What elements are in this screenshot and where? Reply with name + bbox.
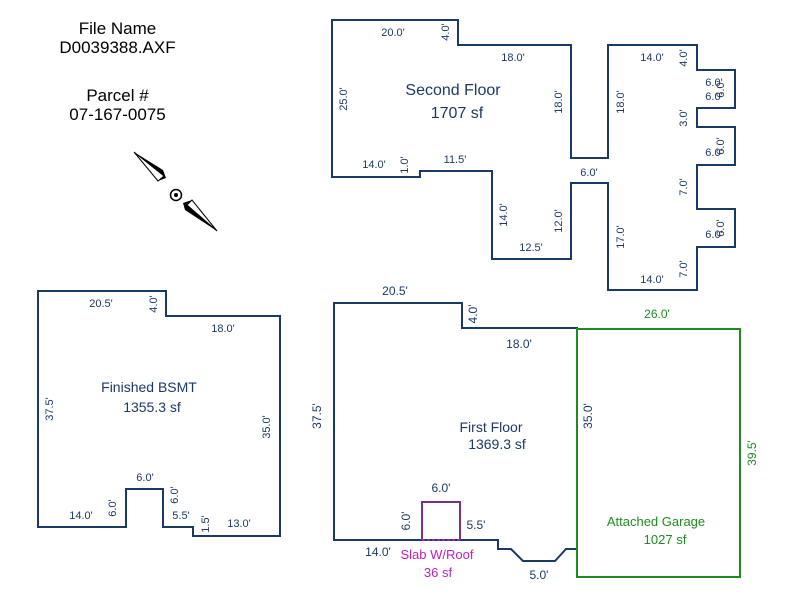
garage-outline [576,328,741,578]
bsmt-dim: 1.5' [200,515,212,532]
file-name-value: D0039388.AXF [59,38,176,57]
bsmt-dim: 4.0' [148,295,160,312]
bsmt-dim: 18.0' [211,323,235,335]
first-floor-area: 1369.3 sf [468,436,526,452]
second-floor-dim: 11.5' [444,154,467,166]
second-floor-outline [331,19,736,291]
bsmt-dim: 37.5' [44,397,56,421]
bsmt-dim: 6.0' [107,499,119,516]
second-floor-dim: 7.0' [678,260,690,277]
parcel-value: 07-167-0075 [69,105,166,124]
second-floor-dim: 1.0' [399,156,411,173]
second-floor-dim: 14.0' [640,52,664,64]
first-floor-dim: 35.0' [581,403,595,429]
first-floor-dim: 14.0' [365,545,391,559]
first-floor-dim: 4.0' [466,305,480,324]
second-floor-dim: 6.0' [705,147,722,159]
first-floor-dim: 18.0' [506,337,532,351]
first-floor-dim: 5.5' [467,518,486,532]
second-floor-dim: 6.0' [705,91,722,103]
garage-dim: 39.5' [745,440,759,466]
second-floor-area: 1707 sf [431,105,484,122]
garage-dim: 26.0' [644,307,670,321]
bsmt-dim: 13.0' [227,518,251,530]
finished-bsmt-name: Finished BSMT [101,379,197,395]
second-floor-dim: 14.0' [362,159,386,171]
second-floor-dim: 12.0' [553,209,565,233]
second-floor-dim: 14.0' [498,203,510,227]
second-floor-dim: 4.0' [440,23,452,40]
second-floor-dim: 3.0' [678,109,690,126]
second-floor-dim: 6.0' [705,77,722,89]
first-floor-dim: 20.5' [382,284,408,298]
second-floor-dim: 20.0' [381,27,405,39]
bsmt-dim: 20.5' [89,298,113,310]
finished-bsmt-area: 1355.3 sf [123,399,181,415]
bsmt-dim: 5.5' [172,510,189,522]
slab-area: 36 sf [424,565,453,580]
second-floor-dim: 6.0' [715,137,727,154]
second-floor-dim: 17.0' [615,225,627,249]
second-floor-dim: 4.0' [678,49,690,66]
first-floor-dim: 37.5' [310,403,324,429]
second-floor-name: Second Floor [405,82,501,99]
bsmt-dim: 6.0' [136,472,153,484]
slab-outline [421,501,461,541]
garage-area: 1027 sf [644,532,687,547]
slab-name: Slab W/Roof [401,547,474,562]
first-floor-dim: 6.0' [399,512,413,531]
second-floor-dim: 6.0' [715,80,727,97]
first-floor-dim: 5.0' [530,568,549,582]
north-arrow-icon [133,151,218,232]
bsmt-dim: 14.0' [69,510,93,522]
first-floor-outline [333,302,578,562]
file-name-label: File Name [78,19,157,38]
first-floor-name: First Floor [460,419,523,435]
parcel-label: Parcel # [86,86,149,105]
second-floor-dim: 7.0' [678,178,690,195]
second-floor-dim: 18.0' [501,52,525,64]
second-floor-dim: 12.5' [519,242,543,254]
bsmt-dim: 6.0' [169,486,181,503]
first-floor-dim: 6.0' [432,481,451,495]
second-floor-dim: 18.0' [615,90,627,114]
finished-bsmt-outline [37,290,281,537]
second-floor-dim: 18.0' [553,90,565,114]
bsmt-dim: 35.0' [261,415,273,439]
second-floor-dim: 6.0' [715,219,727,236]
garage-name: Attached Garage [607,514,705,529]
second-floor-dim: 25.0' [338,87,350,111]
second-floor-dim: 14.0' [640,274,664,286]
second-floor-dim: 6.0' [580,167,597,179]
second-floor-dim: 6.0' [705,229,722,241]
